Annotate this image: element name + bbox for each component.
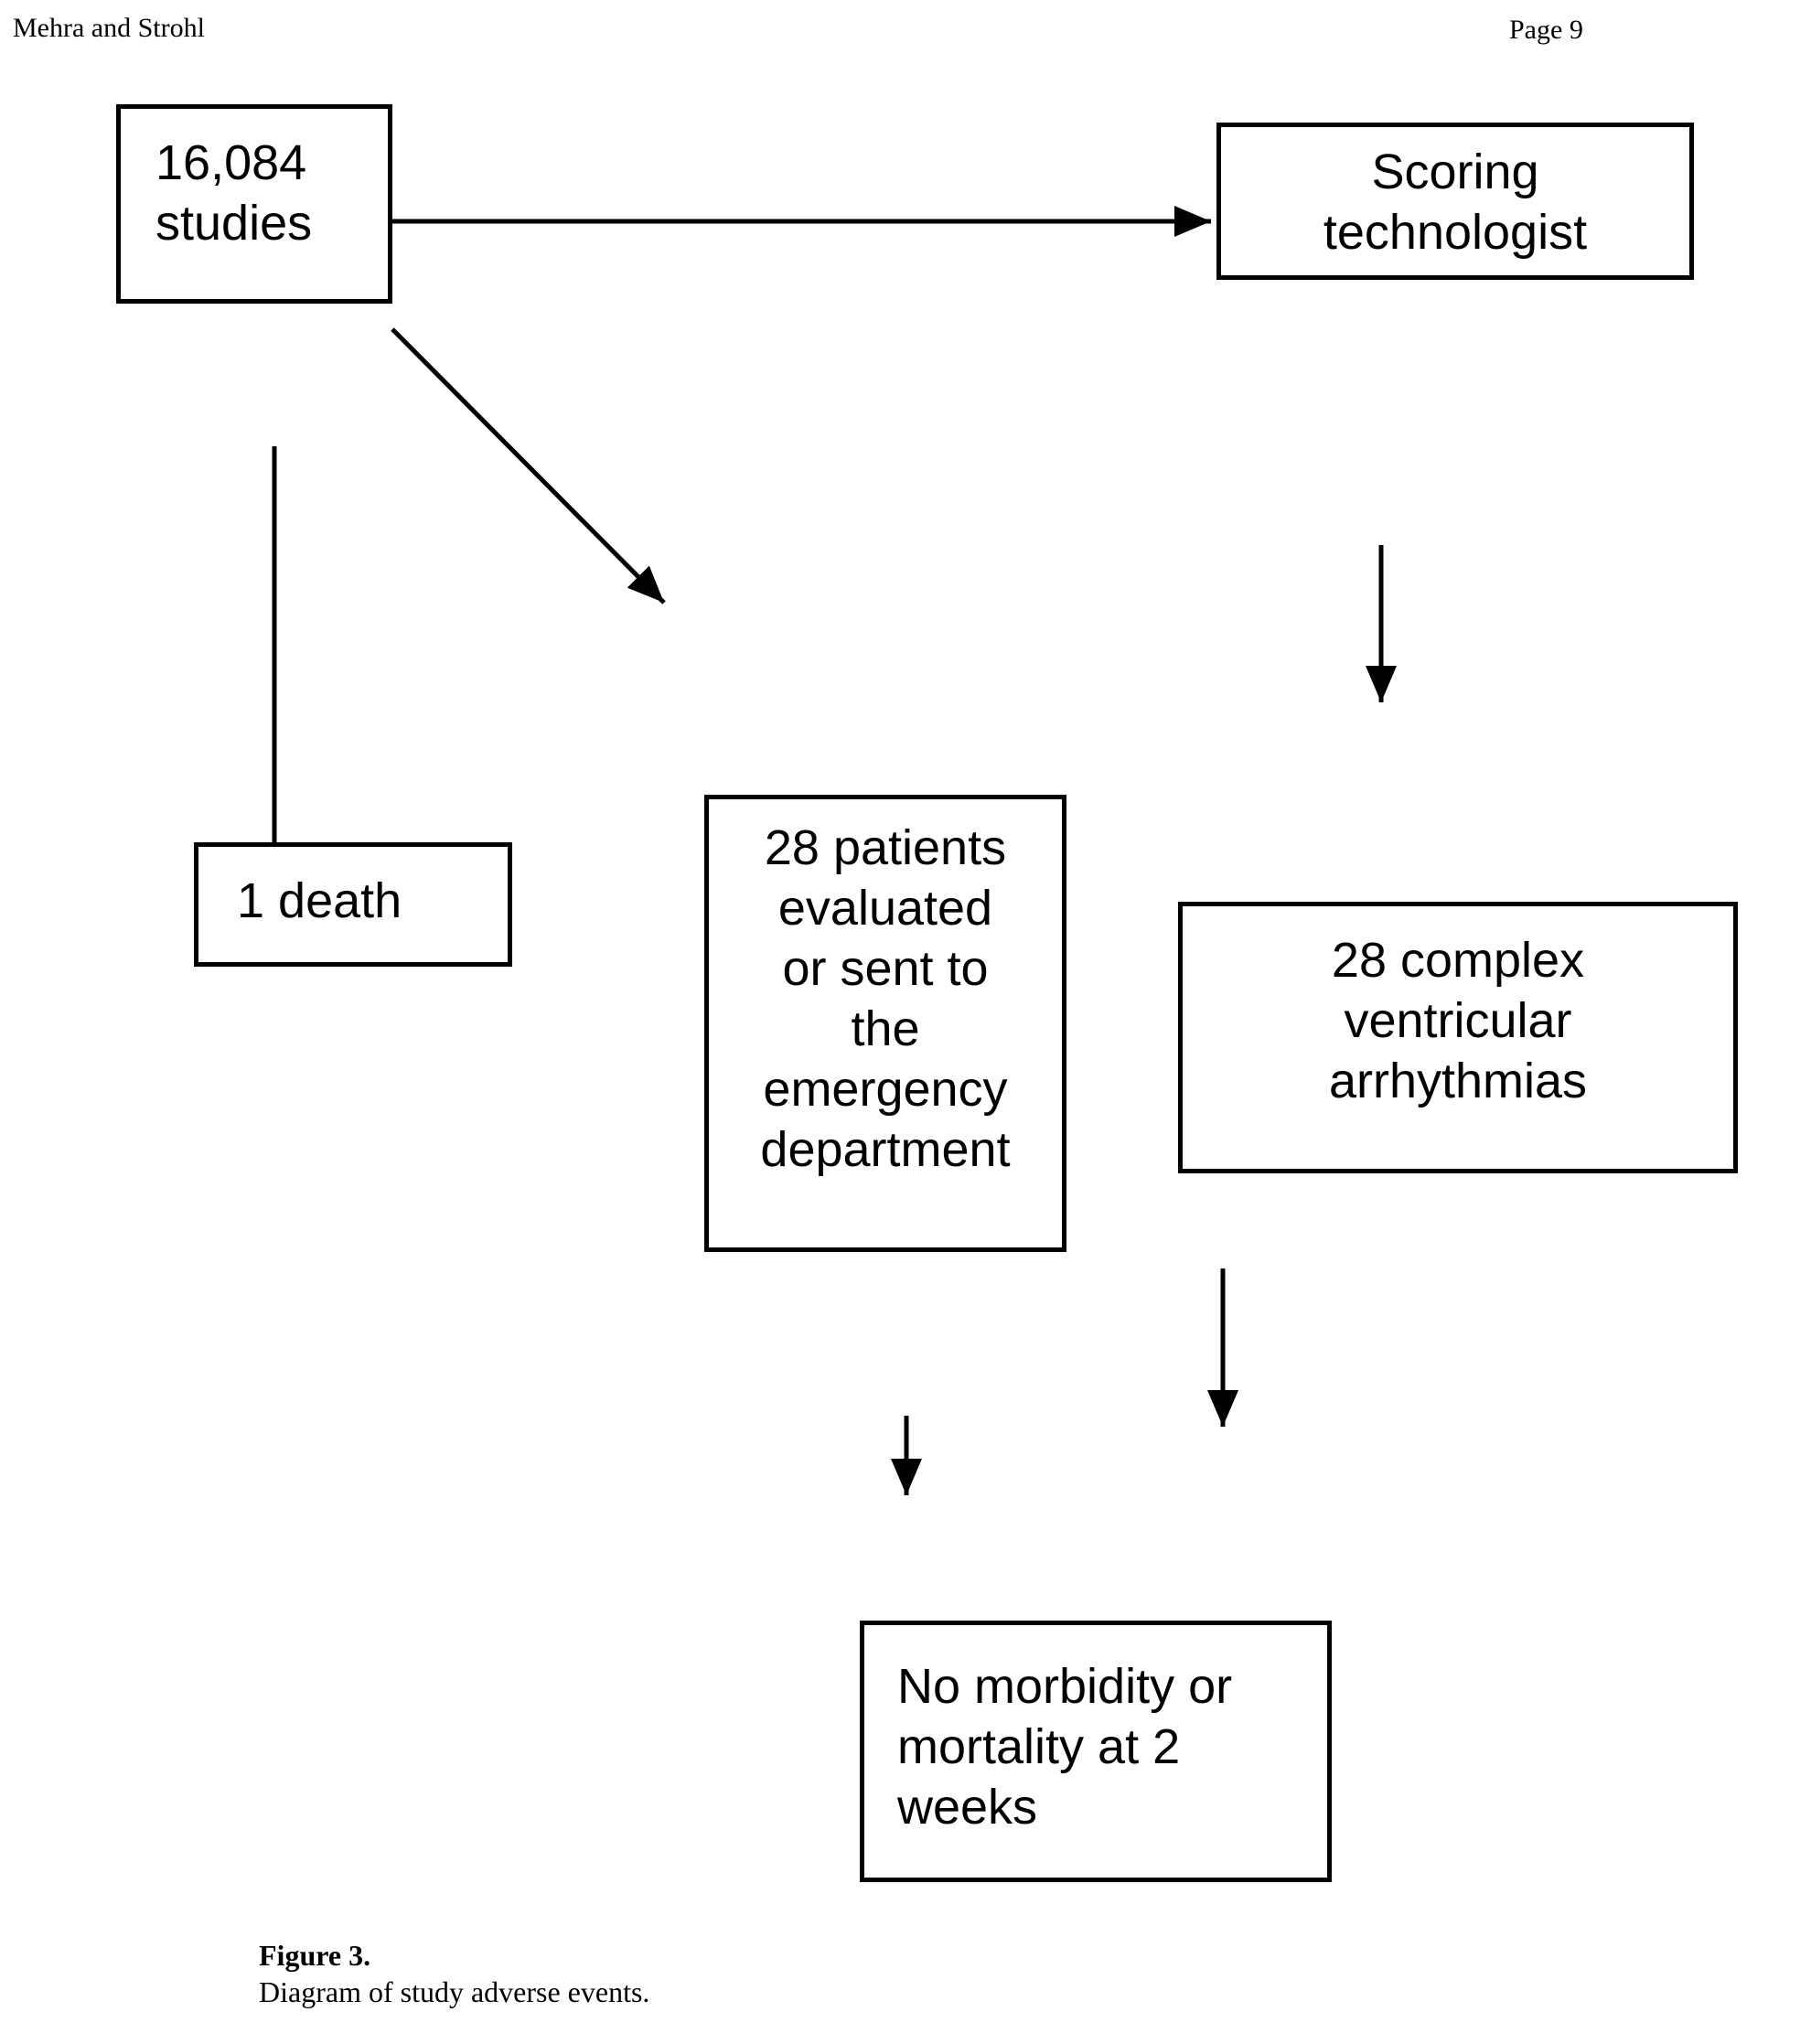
arrow-studies-to-patients: [391, 327, 666, 605]
box-28-complex-arrhythmias-label: 28 complex ventricular arrhythmias: [1328, 933, 1588, 1108]
figure-caption-text: Diagram of study adverse events.: [259, 1975, 650, 2008]
figure-caption: Figure 3. Diagram of study adverse event…: [259, 1937, 649, 2010]
box-1-death: 1 death: [194, 842, 512, 967]
box-1-death-label: 1 death: [237, 873, 402, 928]
box-16084-studies: 16,084 studies: [116, 104, 392, 304]
box-scoring-technologist-label: Scoring technologist: [1323, 144, 1588, 260]
box-scoring-technologist: Scoring technologist: [1216, 123, 1694, 280]
box-no-morbidity: No morbidity or mortality at 2 weeks: [860, 1621, 1332, 1882]
box-no-morbidity-label: No morbidity or mortality at 2 weeks: [897, 1659, 1233, 1835]
box-28-patients-emergency-label: 28 patients evaluated or sent to the eme…: [760, 820, 1011, 1177]
figure-caption-title: Figure 3.: [259, 1939, 371, 1972]
box-28-complex-arrhythmias: 28 complex ventricular arrhythmias: [1178, 902, 1738, 1173]
running-head: Mehra and Strohl: [13, 13, 205, 43]
box-16084-studies-label: 16,084 studies: [155, 135, 313, 251]
box-28-patients-emergency: 28 patients evaluated or sent to the eme…: [704, 795, 1066, 1252]
page-number: Page 9: [1509, 15, 1583, 45]
